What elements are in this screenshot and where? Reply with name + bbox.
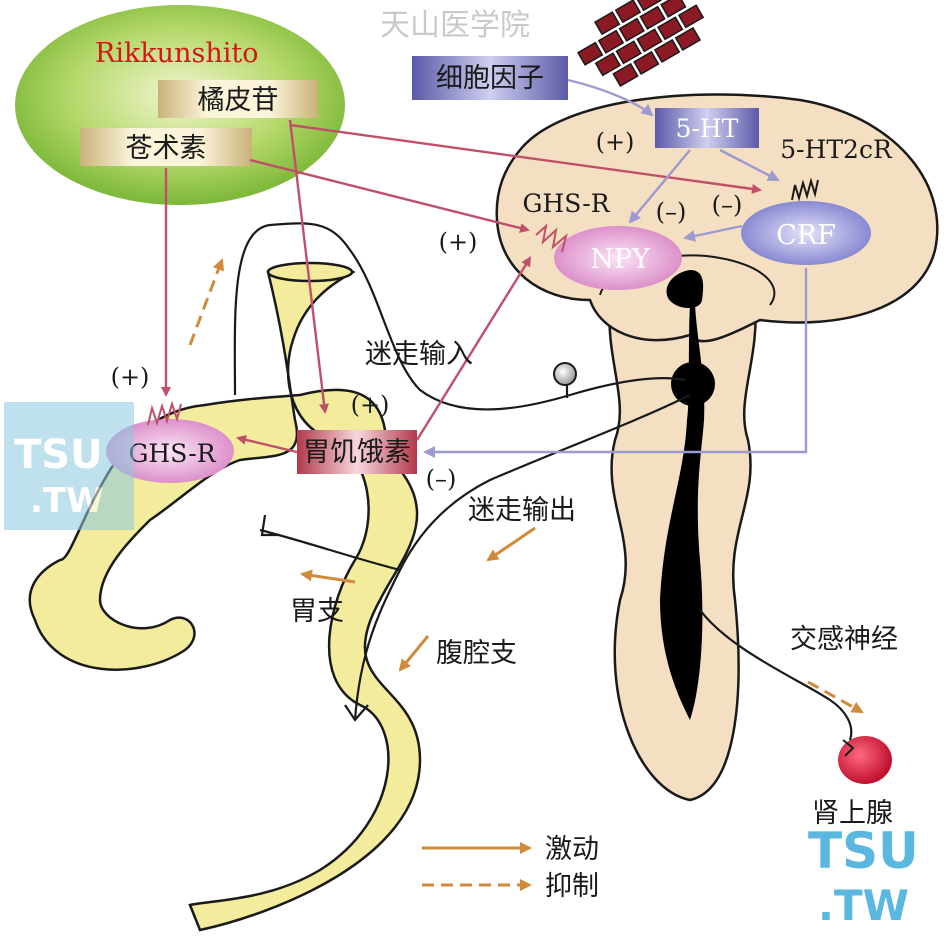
stomach [28, 261, 422, 932]
cytokine-label: 细胞因子 [436, 63, 544, 94]
arrow-stomach-up-dashed [188, 258, 225, 346]
ingredient-1-box [158, 80, 318, 118]
adrenal-nerve-end [842, 739, 855, 757]
watermark-right: TSU .TW [808, 822, 919, 930]
svg-text:.TW: .TW [30, 481, 104, 521]
vagal-input-nerve [233, 222, 686, 411]
ghrelin-label: 胃饥饿素 [303, 437, 411, 468]
vagal-output-nerve [353, 394, 691, 721]
celiac-branch-label: 腹腔支 [436, 638, 517, 669]
minus-npy-1: (–) [656, 198, 687, 226]
blue-pathways [423, 78, 808, 458]
legend-stimulate-label: 激动 [545, 834, 599, 865]
ghsr-brain-receptor-icon [535, 223, 568, 253]
arrow-ingredient2-to-ghsr-brain [249, 158, 530, 233]
5ht2cr-receptor-icon [791, 177, 819, 202]
stomach-ghsr-node [106, 419, 234, 483]
ingredient-1-label: 橘皮苷 [198, 85, 279, 116]
vagal-output-label: 迷走输出 [468, 495, 576, 526]
arrow-ghrelin-to-ghsr-brain [415, 256, 532, 441]
arrow-5ht-to-npy [628, 149, 691, 224]
sympathetic-nerve [699, 609, 853, 741]
serotonin-label: 5-HT [676, 114, 739, 143]
arrow-crf-to-npy [683, 224, 743, 242]
serotonin-box [655, 108, 759, 148]
adrenal-label: 肾上腺 [812, 798, 893, 829]
cell-grid [577, 0, 705, 88]
nucleus [671, 362, 715, 406]
legend-inhibit-label: 抑制 [545, 871, 599, 902]
gastric-branch-tip [260, 514, 280, 537]
arrow-5ht-to-crf [719, 148, 780, 182]
minus-ghrelin: (–) [426, 465, 457, 493]
arrow-ingredient1-to-5ht2cr [289, 123, 762, 194]
orange-pathways [188, 258, 864, 891]
ghsr-brain-label: GHS-R [522, 189, 610, 218]
nerves [233, 222, 853, 741]
plus-5ht: (+) [596, 128, 635, 156]
ghrelin-box [297, 430, 417, 474]
ventricle [666, 270, 704, 309]
arrow-vagal-output [486, 526, 536, 562]
svg-text:.TW: .TW [818, 881, 909, 930]
npy-node [554, 226, 682, 290]
red-pathways [161, 119, 762, 454]
receptor-5ht2c-label: 5-HT2cR [780, 135, 893, 164]
watermark-top: 天山医学院 [380, 8, 530, 43]
plus-stomach-ghsr: (+) [111, 363, 150, 391]
watermark-left: TSU .TW [4, 402, 134, 530]
ingredient-2-box [80, 128, 252, 166]
crf-node [741, 201, 871, 265]
plus-ghrelin: (+) [351, 391, 390, 419]
arrow-celiac [398, 635, 430, 672]
rikkunshito-title: Rikkunshito [95, 38, 258, 69]
cytokine-box [412, 56, 568, 100]
arrow-cytokine-to-5ht [567, 78, 654, 117]
rikkunshito-group: Rikkunshito 橘皮苷 苍术素 [15, 5, 345, 205]
stomach-ghsr-label: GHS-R [128, 439, 216, 468]
arrow-sympathetic-dashed [807, 680, 864, 714]
celiac-branch-tip [344, 704, 369, 722]
plus-npy: (+) [439, 228, 478, 256]
ventricle-channel [660, 305, 705, 720]
npy-label: NPY [590, 244, 651, 275]
minus-npy-2: (–) [712, 191, 743, 219]
arrow-crf-to-ghrelin [423, 268, 808, 458]
ingredient-2-label: 苍术素 [126, 133, 207, 164]
crf-label: CRF [776, 220, 836, 251]
sensory-receptor [553, 362, 577, 386]
stomach-body [28, 263, 422, 932]
vagal-input-label: 迷走输入 [365, 339, 473, 370]
sympathetic-label: 交感神经 [790, 624, 898, 655]
svg-text:TSU: TSU [808, 822, 919, 880]
stomach-ghsr-receptor-icon [147, 400, 182, 427]
gastric-branch [259, 528, 401, 572]
gastric-branch-label: 胃支 [290, 596, 344, 627]
arrow-ghrelin-to-stomach-ghsr [236, 434, 298, 454]
arrow-ingredient1-to-ghrelin [288, 119, 330, 414]
svg-text:TSU: TSU [14, 432, 103, 478]
arrow-gastric [300, 569, 356, 584]
